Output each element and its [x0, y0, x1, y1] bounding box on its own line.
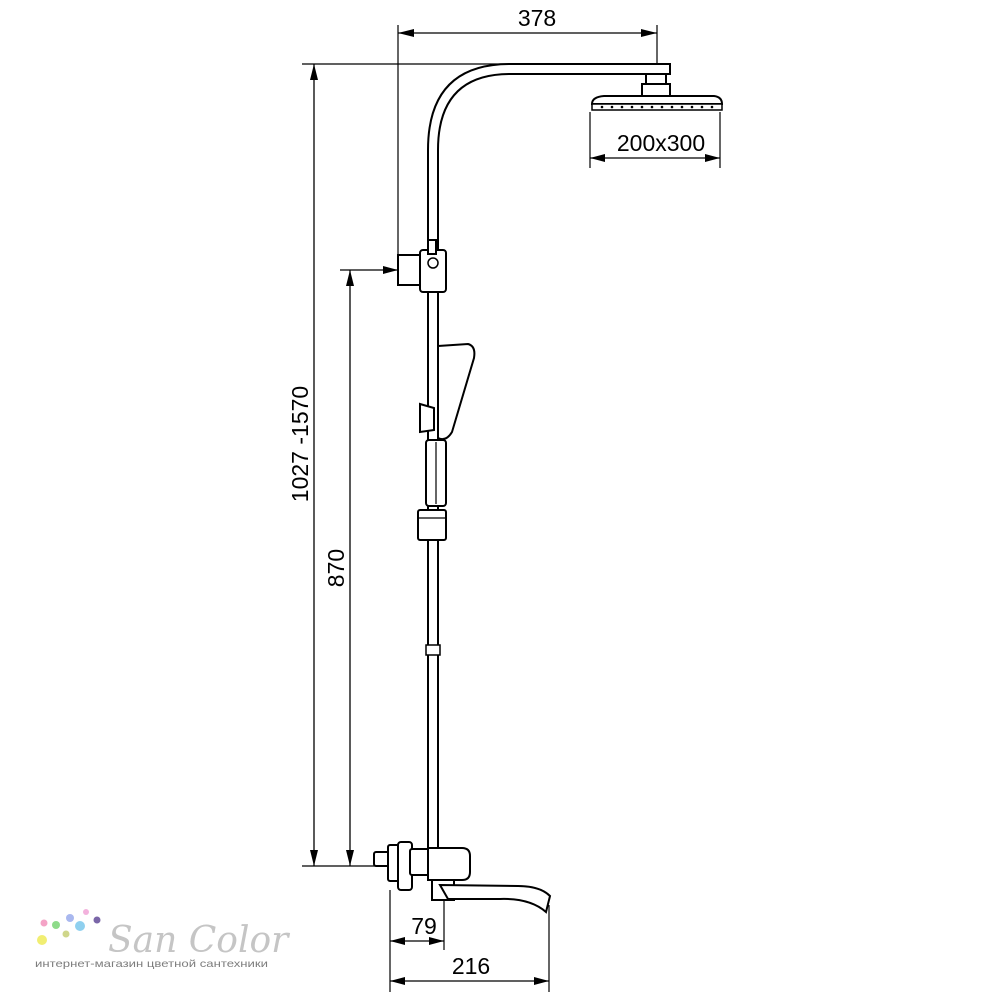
- dimension-total-height: 1027 -1570: [287, 63, 660, 867]
- dimension-label-head: 200x300: [617, 130, 705, 156]
- dimension-head-size: 200x300: [589, 112, 721, 168]
- san-color-logo: San Color интернет-магазин цветной санте…: [35, 909, 290, 970]
- logo-dot: [66, 914, 74, 922]
- dimension-arm-reach: 378: [397, 5, 658, 262]
- dimension-label-870: 870: [323, 549, 349, 587]
- logo-dots: [37, 909, 101, 945]
- wall-bracket: [397, 239, 447, 293]
- dimension-label-378: 378: [518, 5, 556, 31]
- logo-dot: [75, 921, 85, 931]
- bath-mixer: [373, 841, 552, 914]
- riser-pipe: [427, 63, 671, 869]
- shower-head-nozzles: [600, 105, 714, 109]
- hand-shower: [419, 342, 476, 507]
- logo-dot: [40, 919, 48, 927]
- dimension-spout-reach: 216: [390, 905, 550, 992]
- logo-dot: [62, 930, 70, 938]
- dimension-mixer-depth: 79: [389, 872, 445, 992]
- logo-dot: [52, 921, 60, 929]
- rain-shower-head: [590, 73, 724, 111]
- logo-brand-name: San Color: [108, 920, 290, 961]
- logo-dot: [37, 935, 47, 945]
- pipe-joint: [425, 644, 441, 656]
- logo-tagline: интернет-магазин цветной сантехники: [35, 958, 268, 970]
- dimension-holder-height: 870: [323, 266, 400, 866]
- logo-dot: [93, 916, 101, 924]
- slide-holder: [417, 509, 447, 541]
- dimension-label-79: 79: [411, 913, 437, 939]
- dimension-label-total: 1027 -1570: [287, 386, 313, 502]
- dimension-label-216: 216: [452, 953, 490, 979]
- logo-dot: [83, 909, 89, 915]
